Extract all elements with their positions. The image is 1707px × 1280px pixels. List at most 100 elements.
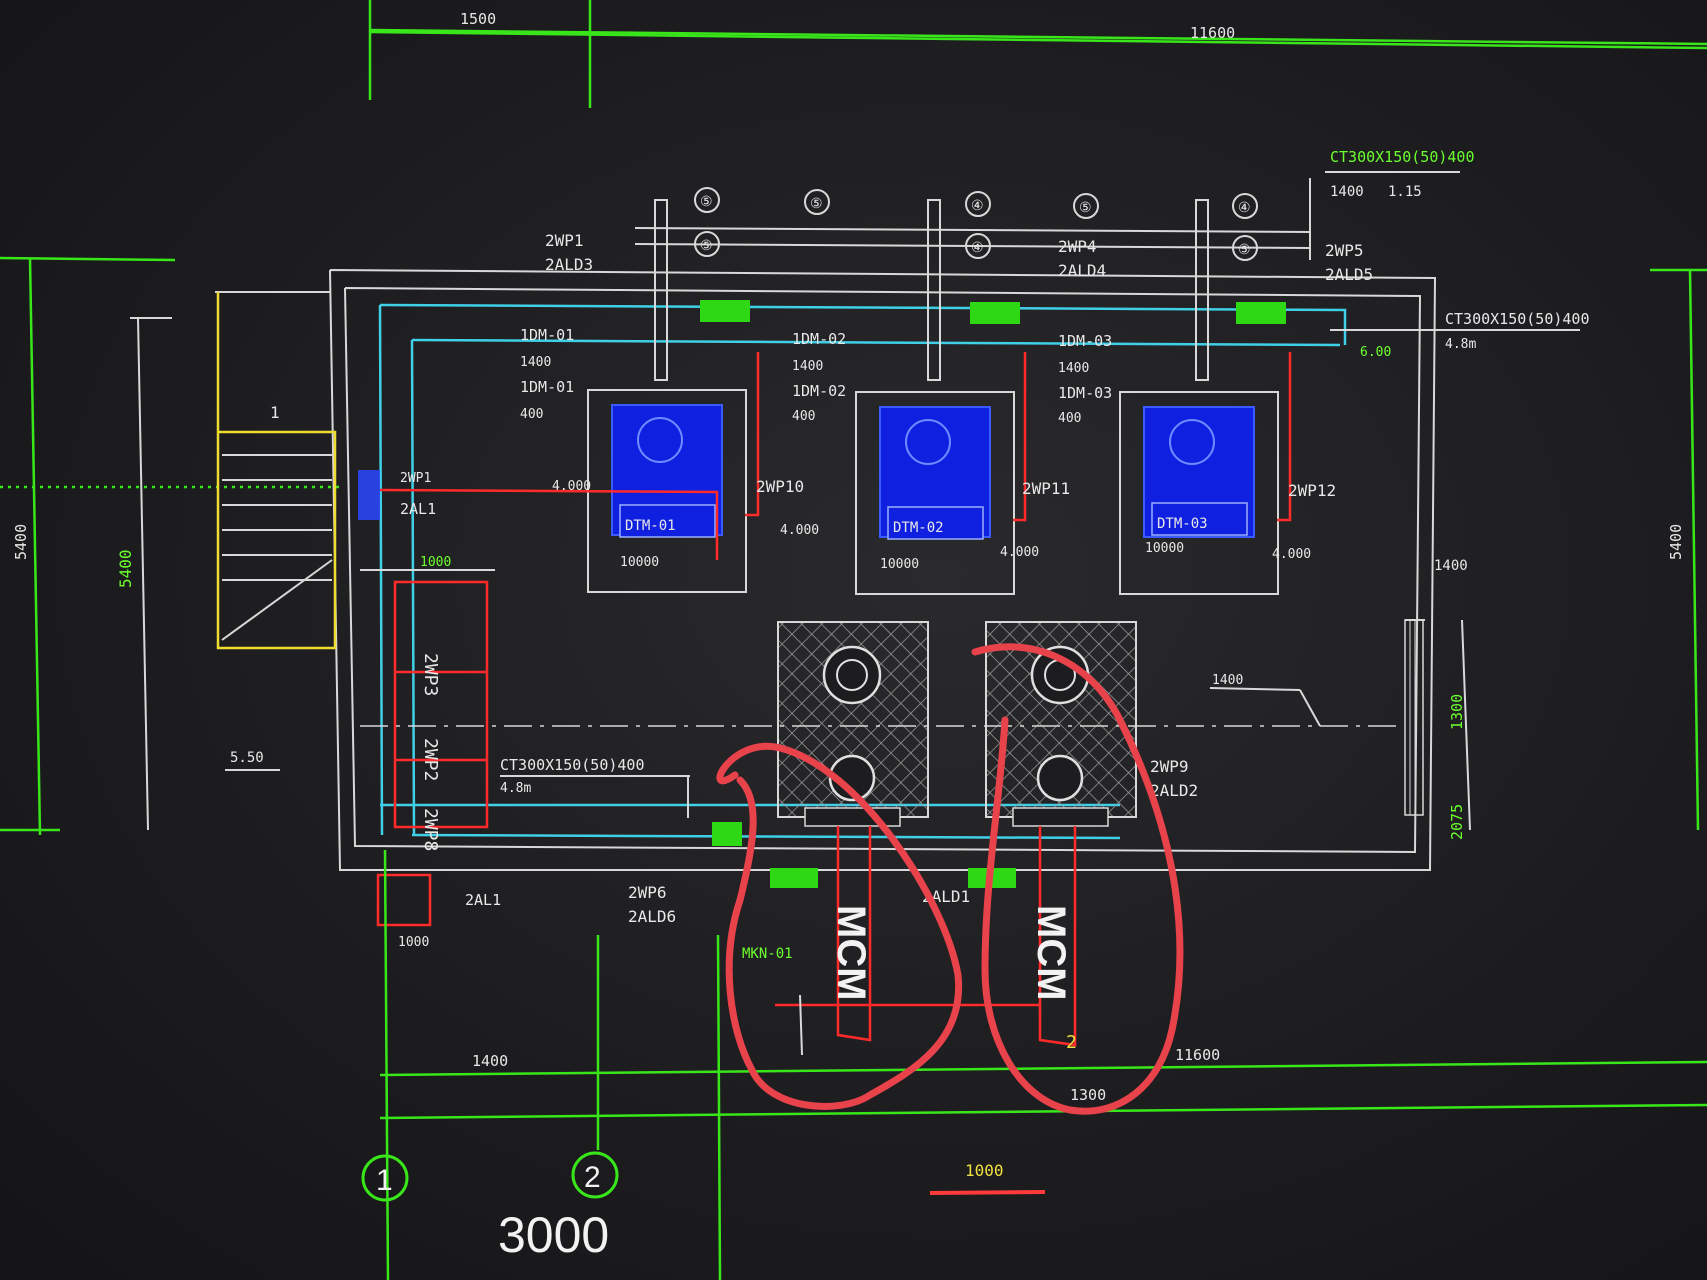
tag-2wp5: 2WP5 bbox=[1325, 241, 1364, 260]
tag-top-note: CT300X150(50)400 bbox=[1330, 148, 1475, 166]
axis-label-1: 1 bbox=[376, 1164, 393, 1197]
equipment-bay-3 bbox=[1119, 352, 1292, 595]
junction-boxes bbox=[358, 300, 1286, 888]
circle-tag-4: ⑤ bbox=[1079, 200, 1092, 216]
equip-tag-1dm03-b: 1DM-03 bbox=[1058, 384, 1112, 402]
elev-tag-2: 4.000 bbox=[780, 523, 819, 538]
left-elev: 5.50 bbox=[230, 750, 264, 766]
bottom-dim-3: 1300 bbox=[1070, 1086, 1106, 1104]
pump-label-1: MCM bbox=[829, 905, 873, 1001]
axis-bubble-1 bbox=[361, 1154, 409, 1202]
equip-tag-1dm01-dim: 1400 bbox=[520, 355, 551, 370]
axis-bubble-2 bbox=[571, 1151, 619, 1199]
risers bbox=[634, 178, 1311, 381]
circle-tag-5: ④ bbox=[1238, 200, 1251, 216]
left-tray-note-sub: 4.8m bbox=[500, 781, 531, 796]
circle-tags bbox=[694, 187, 1258, 261]
circle-tag-7: ④ bbox=[971, 240, 984, 256]
tag-top-dim-a: 1400 bbox=[1330, 184, 1364, 200]
section-mark bbox=[929, 1190, 1046, 1195]
panel-2wp8: 2WP8 bbox=[420, 808, 441, 851]
equip-tag-1dm02: 1DM-02 bbox=[792, 330, 846, 348]
equip-dim-1: 10000 bbox=[620, 555, 659, 570]
tray-elev-tag: 6.00 bbox=[1360, 345, 1391, 360]
stair bbox=[216, 292, 337, 650]
tag-2ald4: 2ALD4 bbox=[1058, 261, 1106, 280]
tag-2wp4: 2WP4 bbox=[1058, 237, 1097, 256]
pump-base-2 bbox=[985, 621, 1137, 1047]
equipment-bay-2 bbox=[855, 352, 1027, 595]
panel-top-tag: 1000 bbox=[420, 555, 451, 570]
equip-tag-1dm01: 1DM-01 bbox=[520, 326, 574, 344]
tag-mkn01: MKN-01 bbox=[742, 946, 793, 962]
circle-tag-1: ⑤ bbox=[700, 194, 713, 210]
equip-tag-1dm02-b: 1DM-02 bbox=[792, 382, 846, 400]
tag-2wp11: 2WP11 bbox=[1022, 479, 1070, 498]
equipment-bay-1 bbox=[379, 352, 760, 593]
tag-2wp12: 2WP12 bbox=[1288, 481, 1336, 500]
center-note: 1400 bbox=[1212, 673, 1243, 688]
scale-dimension: 3000 bbox=[498, 1207, 609, 1263]
tag-2al1: 2AL1 bbox=[400, 500, 436, 518]
elev-tag-1: 4.000 bbox=[552, 479, 591, 494]
equip-tag-1dm01-b: 1DM-01 bbox=[520, 378, 574, 396]
axis-label-2: 2 bbox=[584, 1161, 601, 1194]
top-dimension-lines bbox=[368, 0, 1707, 108]
bottom-dimension-lines bbox=[379, 849, 1707, 1280]
equip-tag-1dm03-dim: 1400 bbox=[1058, 361, 1089, 376]
panel-2wp2: 2WP2 bbox=[420, 738, 441, 781]
panel-2wp3: 2WP3 bbox=[420, 653, 441, 696]
elev-tag-3: 4.000 bbox=[1000, 545, 1039, 560]
tag-2wp6: 2WP6 bbox=[628, 883, 667, 902]
room-walls bbox=[215, 269, 1437, 871]
right-dim-outer: 5400 bbox=[1667, 524, 1685, 560]
section-mark-label: 1000 bbox=[965, 1161, 1004, 1180]
equip-tag-1dm01-c: 400 bbox=[520, 407, 543, 422]
tag-2wp1: 2WP1 bbox=[545, 231, 584, 250]
circle-tag-3: ④ bbox=[971, 198, 984, 214]
left-dimension-lines bbox=[0, 256, 340, 836]
circle-tag-8: ⑤ bbox=[1238, 242, 1251, 258]
annotation-loop-right bbox=[971, 643, 1184, 1115]
equip-tag-dtm02: DTM-02 bbox=[893, 520, 944, 536]
tag-2ald3: 2ALD3 bbox=[545, 255, 593, 274]
distribution-panels bbox=[360, 569, 495, 829]
right-dim-c: 2075 bbox=[1448, 804, 1466, 840]
floor-box bbox=[376, 873, 432, 927]
equip-tag-1dm02-dim: 1400 bbox=[792, 359, 823, 374]
circle-tag-6: ⑤ bbox=[700, 238, 713, 254]
tag-2ald6: 2ALD6 bbox=[628, 907, 676, 926]
bottom-dim-1: 1400 bbox=[472, 1052, 508, 1070]
tag-top-dim-b: 1.15 bbox=[1388, 184, 1422, 200]
equip-dim-2: 10000 bbox=[880, 557, 919, 572]
tray-note-right-sub: 4.8m bbox=[1445, 337, 1476, 352]
stair-number: 1 bbox=[270, 403, 280, 422]
left-dim-inner: 5400 bbox=[116, 549, 135, 588]
tag-2ald2: 2ALD2 bbox=[1150, 781, 1198, 800]
annotation-loop-left bbox=[716, 742, 963, 1110]
elev-tag-4: 4.000 bbox=[1272, 547, 1311, 562]
equip-tag-dtm01: DTM-01 bbox=[625, 518, 676, 534]
bottom-dim-2: 11600 bbox=[1175, 1046, 1220, 1064]
right-dim-a: 1400 bbox=[1434, 558, 1468, 574]
equip-tag-dtm03: DTM-03 bbox=[1157, 516, 1208, 532]
circle-tag-2: ⑤ bbox=[810, 196, 823, 212]
equip-dim-3: 10000 bbox=[1145, 541, 1184, 556]
right-dim-b: 1300 bbox=[1448, 694, 1466, 730]
floor-box-tag: 2AL1 bbox=[465, 891, 501, 909]
equip-tag-1dm02-c: 400 bbox=[792, 409, 815, 424]
equip-tag-1dm03: 1DM-03 bbox=[1058, 332, 1112, 350]
tag-2wp9: 2WP9 bbox=[1150, 757, 1189, 776]
tag-2wp-left: 2WP1 bbox=[400, 471, 431, 486]
tray-note-right: CT300X150(50)400 bbox=[1445, 310, 1590, 328]
equip-tag-1dm03-c: 400 bbox=[1058, 411, 1081, 426]
right-dimension-lines bbox=[1461, 268, 1707, 831]
tag-2wp10: 2WP10 bbox=[756, 477, 804, 496]
left-dim-outer: 5400 bbox=[12, 524, 30, 560]
left-tray-note: CT300X150(50)400 bbox=[500, 756, 645, 774]
top-dim-2: 11600 bbox=[1190, 24, 1235, 42]
top-dim-1: 1500 bbox=[460, 10, 496, 28]
tag-2ald5: 2ALD5 bbox=[1325, 265, 1373, 284]
